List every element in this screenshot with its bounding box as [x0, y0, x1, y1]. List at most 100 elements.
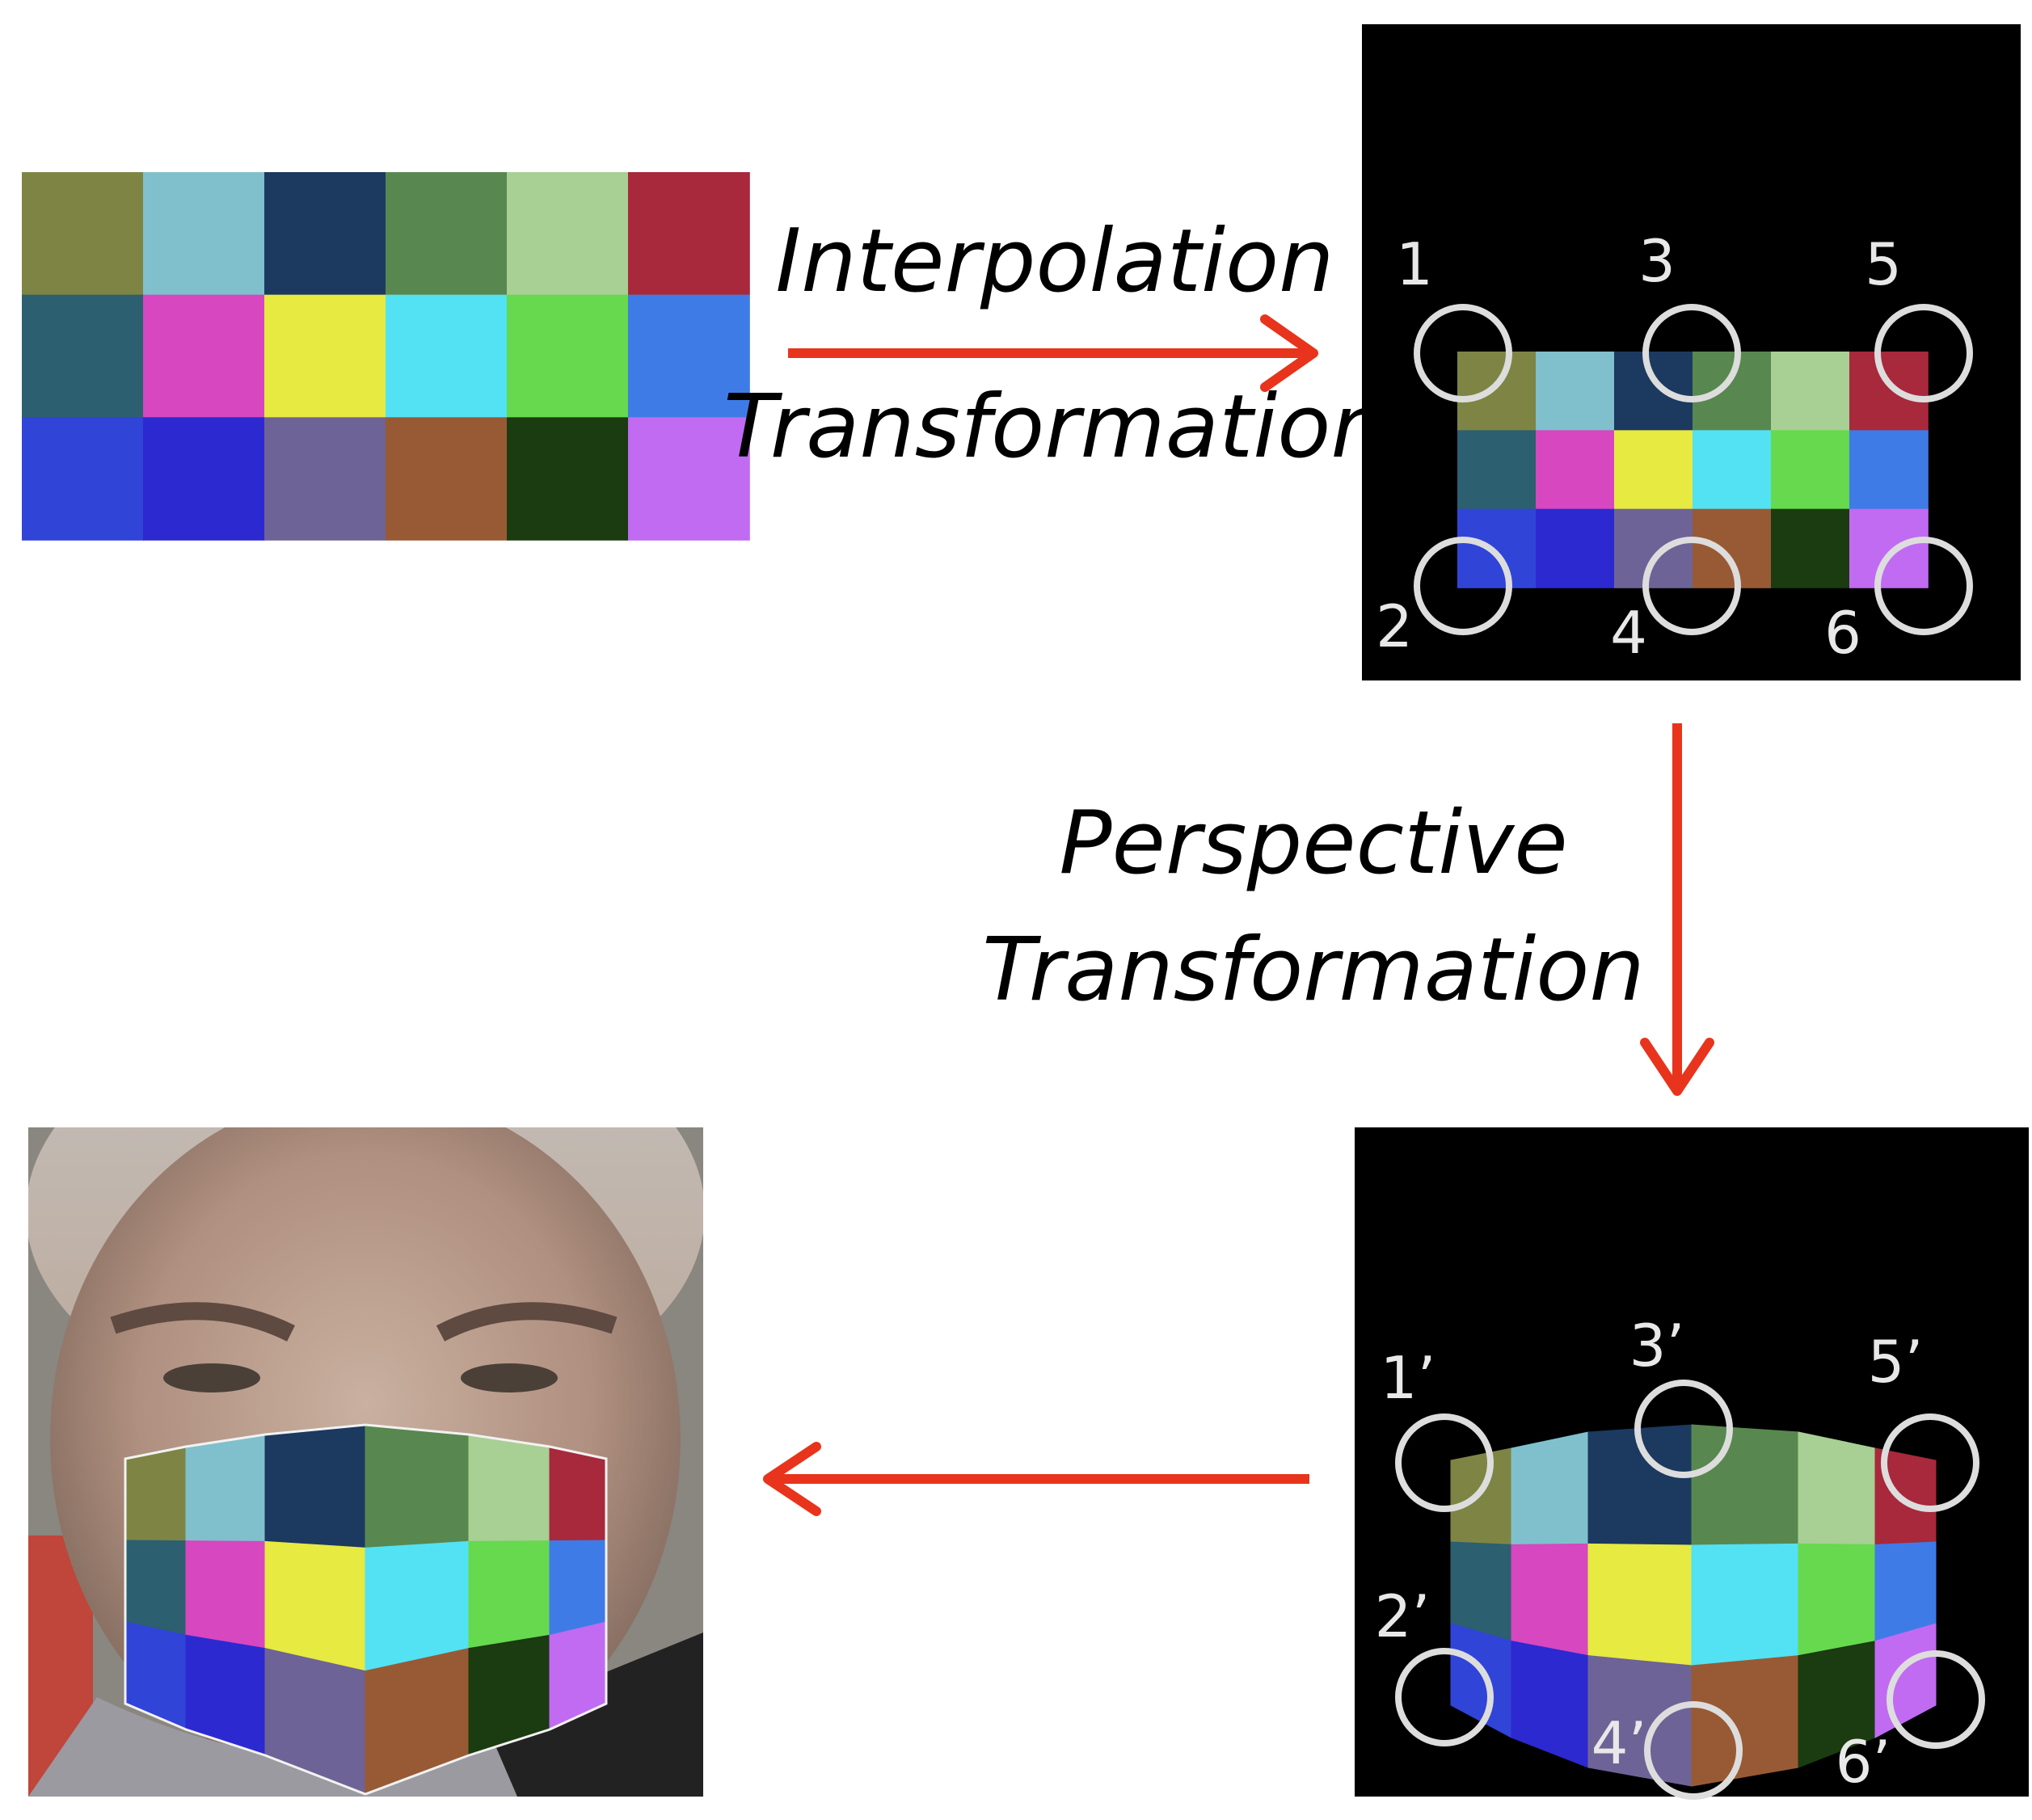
- checker-cell: [386, 294, 508, 419]
- checker-cell: [468, 1540, 550, 1649]
- checker-cell: [507, 417, 629, 541]
- keypoint-circle: [1887, 1650, 1985, 1749]
- checker-cell: [1511, 1431, 1589, 1545]
- keypoint-label: 3: [1638, 227, 1676, 295]
- checker-cell: [507, 172, 629, 296]
- checker-cell: [468, 1434, 550, 1542]
- keypoint-label: 1: [1396, 230, 1433, 298]
- checker-cell: [1693, 352, 1772, 432]
- checker-cell: [1798, 1543, 1876, 1657]
- checker-cell: [1693, 508, 1772, 588]
- perspective-keypoint-labels: 1’2’3’4’5’6’: [1375, 1312, 1924, 1796]
- keypoint-label: 2: [1376, 592, 1413, 660]
- keypoint-label: 3’: [1629, 1312, 1685, 1380]
- arrow-right: [788, 314, 1318, 392]
- checker-cell: [264, 417, 386, 541]
- keypoint-circle: [1642, 304, 1741, 402]
- checker-cell: [1614, 508, 1693, 588]
- checker-cell: [143, 294, 265, 419]
- checker-cell: [1587, 1543, 1693, 1666]
- keypoint-circle: [1395, 1648, 1494, 1746]
- keypoint-label: 1’: [1381, 1344, 1436, 1412]
- keypoint-circle: [1644, 1701, 1743, 1800]
- checker-cell: [1614, 430, 1693, 510]
- checker-cell: [22, 294, 144, 419]
- checker-cell: [1614, 352, 1693, 432]
- checker-cell: [1771, 352, 1850, 432]
- keypoint-circle: [1642, 537, 1741, 635]
- checker-cell: [628, 417, 750, 541]
- checker-cell: [22, 172, 144, 296]
- checker-cell: [386, 417, 508, 541]
- checker-cell: [628, 294, 750, 419]
- checker-cell: [1536, 508, 1615, 588]
- arrow-down: [1640, 723, 1714, 1096]
- checker-cell: [143, 417, 265, 541]
- checker-cell: [1450, 1447, 1512, 1545]
- checker-cell: [1457, 352, 1537, 432]
- interpolated-panel: 1 2 3 4 5 6: [1362, 24, 2021, 680]
- keypoint-label: 5’: [1868, 1328, 1924, 1396]
- flow-arrows: [763, 314, 1714, 1516]
- keypoint-label: 2’: [1375, 1582, 1431, 1650]
- perspective-transformation-label: Transformation: [982, 920, 1645, 1021]
- interpolated-keypoint-labels: 1 2 3 4 5 6: [1376, 227, 1902, 667]
- interpolated-keypoint-circles: [1414, 304, 1973, 635]
- checker-cell: [1849, 430, 1929, 510]
- checker-cell: [185, 1434, 266, 1542]
- source-color-checker: [22, 172, 750, 541]
- keypoint-circle: [1881, 1413, 1979, 1512]
- checker-cell: [1771, 508, 1850, 588]
- checker-cell: [1691, 1543, 1799, 1666]
- keypoint-circle: [1874, 537, 1973, 635]
- keypoint-circle: [1395, 1413, 1494, 1512]
- checker-cell: [264, 172, 386, 296]
- mask-outline: [124, 1423, 608, 1796]
- interpolation-label: Interpolation: [775, 211, 1334, 312]
- keypoint-circle: [1874, 304, 1973, 402]
- keypoint-label: 4’: [1591, 1709, 1647, 1777]
- checker-cell: [124, 1446, 187, 1542]
- masked-face-photo: [28, 1127, 703, 1797]
- checker-cell: [1457, 430, 1537, 510]
- face-mask-overlay: [124, 1423, 608, 1796]
- checker-cell: [1457, 508, 1537, 588]
- checker-cell: [1849, 508, 1929, 588]
- checker-cell: [1511, 1543, 1589, 1657]
- checker-cell: [124, 1540, 187, 1636]
- checker-cell: [1691, 1655, 1799, 1787]
- checker-cell: [1798, 1431, 1876, 1545]
- dark-coat: [485, 1633, 703, 1797]
- checker-cell: [1849, 352, 1929, 432]
- checker-cell: [185, 1540, 266, 1649]
- perspective-keypoint-circles: [1395, 1380, 1985, 1800]
- checker-cell: [1536, 352, 1615, 432]
- checker-cell: [264, 1424, 366, 1548]
- checker-cell: [1536, 430, 1615, 510]
- checker-cell: [22, 417, 144, 541]
- perspective-checker: [1450, 1424, 1937, 1787]
- checker-cell: [549, 1540, 607, 1636]
- checker-cell: [507, 294, 629, 419]
- left-eyebrow: [110, 1302, 295, 1342]
- keypoint-label: 5: [1865, 230, 1902, 298]
- interpolated-checker: [1457, 352, 1929, 588]
- keypoint-label: 4: [1610, 599, 1647, 667]
- keypoint-circle: [1414, 304, 1512, 402]
- checker-cell: [365, 1424, 470, 1548]
- checker-cell: [1691, 1424, 1799, 1546]
- arrow-left: [763, 1442, 1309, 1516]
- checker-cell: [143, 172, 265, 296]
- keypoint-circle: [1634, 1380, 1733, 1478]
- interpolation-transformation-label: Transformation: [723, 377, 1386, 478]
- checker-cell: [264, 294, 386, 419]
- perspective-label: Perspective: [1059, 793, 1567, 894]
- checker-cell: [1693, 430, 1772, 510]
- checker-cell: [1771, 430, 1850, 510]
- checker-cell: [386, 172, 508, 296]
- perspective-panel: 1’2’3’4’5’6’: [1355, 1127, 2029, 1800]
- checker-cell: [628, 172, 750, 296]
- left-eye: [163, 1363, 260, 1392]
- keypoint-label: 6: [1824, 599, 1861, 667]
